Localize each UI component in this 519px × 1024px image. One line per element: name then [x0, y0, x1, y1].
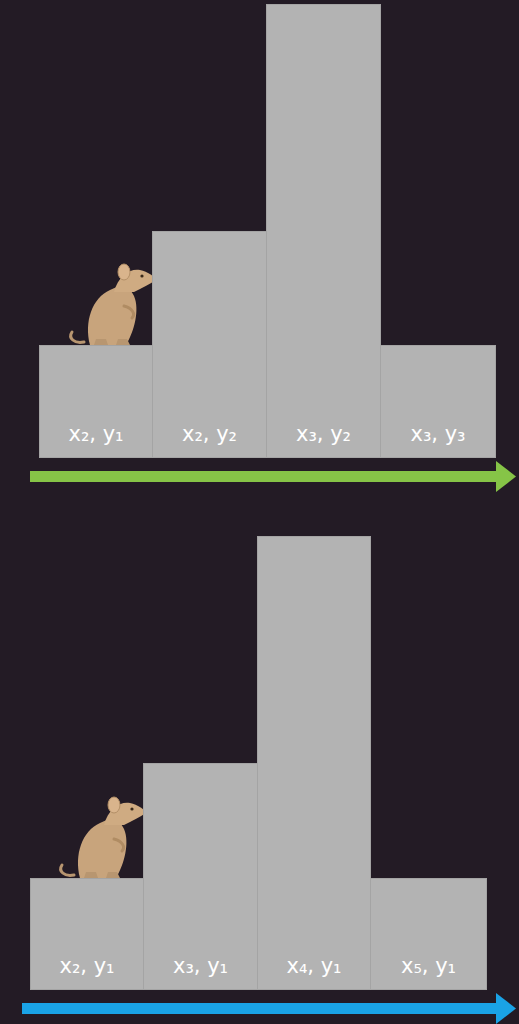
rat-figure	[61, 797, 146, 878]
block-column: x₂, y₁	[39, 345, 153, 458]
rat-figure	[71, 264, 156, 345]
block-column: x₂, y₁	[30, 878, 144, 990]
block-column: x₄, y₁	[257, 536, 371, 990]
coordinate-label: x₂, y₂	[182, 421, 237, 447]
coordinate-label: x₃, y₃	[410, 421, 465, 447]
coordinate-label: x₄, y₁	[286, 953, 341, 979]
coordinate-label: x₅, y₁	[401, 953, 456, 979]
block-column: x₅, y₁	[370, 878, 487, 990]
coordinate-label: x₃, y₁	[173, 953, 228, 979]
block-column: x₃, y₁	[143, 763, 258, 990]
green-arrow	[30, 461, 516, 492]
blue-arrow	[22, 993, 516, 1024]
coordinate-label: x₃, y₂	[296, 421, 351, 447]
block-column: x₃, y₂	[266, 4, 381, 458]
coordinate-label: x₂, y₁	[68, 421, 123, 447]
block-column: x₂, y₂	[152, 231, 267, 458]
block-column: x₃, y₃	[380, 345, 496, 458]
coordinate-label: x₂, y₁	[59, 953, 114, 979]
